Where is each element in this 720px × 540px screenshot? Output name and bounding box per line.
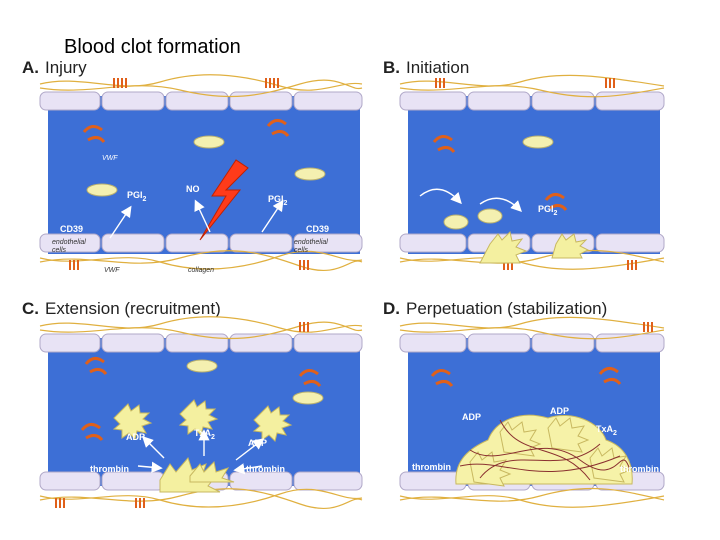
panel-a-vwf-coils <box>69 78 309 270</box>
panel-a-label: A. Injury <box>22 58 87 78</box>
panel-b-motion-arrows <box>419 188 522 212</box>
panel-a-collagen-fibers <box>39 74 363 271</box>
panel-c-adp-right: ADP <box>248 438 267 448</box>
panel-d-thrombin-left: thrombin <box>412 462 451 472</box>
panel-d-thrombin-right: thrombin <box>620 464 659 474</box>
panel-a-vwf-bottom-label: VWF <box>104 267 120 274</box>
panel-b-vwf-coils <box>435 78 637 270</box>
panel-b-vwf-molecules <box>432 135 568 211</box>
panel-a-endothelial-left: endothelial <box>52 239 86 246</box>
panel-d-adp-top: ADP <box>550 406 569 416</box>
panel-a: VWF PGI2 NO PGI2 CD39 CD39 endothelial c… <box>39 74 363 274</box>
panel-b-name: Initiation <box>406 58 470 77</box>
panel-c-letter: C. <box>22 299 39 318</box>
panel-a-name: Injury <box>45 58 87 77</box>
panel-d-adp-left: ADP <box>462 412 481 422</box>
panel-a-vwf-molecules <box>82 119 290 143</box>
panel-d-label: D. Perpetuation (stabilization) <box>383 299 607 319</box>
figure-title: Blood clot formation <box>64 36 241 58</box>
panel-a-platelets <box>86 135 326 197</box>
panel-a-vwf-label: VWF <box>102 155 118 162</box>
panel-a-cd39-left: CD39 <box>60 224 83 234</box>
panel-d: ADP ADP TxA2 thrombin thrombin <box>399 316 665 508</box>
panel-b-adhering-platelets <box>479 231 590 264</box>
panel-d-letter: D. <box>383 299 400 318</box>
panel-a-top-endothelium <box>39 91 363 111</box>
panel-d-top-endothelium <box>399 333 665 353</box>
panel-c-adp-left: ADP <box>126 432 145 442</box>
panel-a-cells-right: cells <box>294 247 309 254</box>
panel-b-letter: B. <box>383 58 400 77</box>
panel-b: PGI2 <box>399 74 665 270</box>
panel-a-signal-arrows <box>109 199 284 239</box>
panel-d-txa2-label: TxA2 <box>596 424 617 437</box>
panel-c: ADP TxA2 ADP thrombin thrombin <box>39 316 363 509</box>
panel-a-pgi2-left: PGI2 <box>127 190 147 203</box>
panel-b-platelets <box>443 135 554 230</box>
panel-d-vwf-molecules <box>430 367 622 387</box>
panel-c-activated-platelets <box>112 399 293 493</box>
panel-c-name: Extension (recruitment) <box>45 299 221 318</box>
panel-c-signal-arrows <box>137 429 265 475</box>
panel-a-no-label: NO <box>186 184 200 194</box>
panel-a-bottom-endothelium <box>39 233 363 253</box>
panel-c-vwf-molecules <box>80 357 322 441</box>
panel-b-pgi2-label: PGI2 <box>538 204 558 217</box>
panel-d-collagen-fibers <box>399 316 665 508</box>
panel-a-letter: A. <box>22 58 39 77</box>
panel-b-top-endothelium <box>399 91 665 111</box>
panel-c-thrombin-right: thrombin <box>246 464 285 474</box>
panel-c-label: C. Extension (recruitment) <box>22 299 221 319</box>
panel-c-txa2-label: TxA2 <box>194 428 215 441</box>
panel-d-fibrin-strands <box>459 419 631 481</box>
panel-a-endothelial-right: endothelial <box>294 239 328 246</box>
panel-a-cd39-right: CD39 <box>306 224 329 234</box>
panel-c-top-endothelium <box>39 333 363 353</box>
panel-a-pgi2-right: PGI2 <box>268 194 288 207</box>
panel-b-vessel-lumen <box>408 96 660 254</box>
panel-a-injury-bolt <box>199 159 249 241</box>
panel-c-platelets <box>186 359 324 405</box>
panel-d-vwf-coils <box>643 322 653 332</box>
panel-d-name: Perpetuation (stabilization) <box>406 299 608 318</box>
panel-c-thrombin-left: thrombin <box>90 464 129 474</box>
panel-a-collagen-label: collagen <box>188 267 214 274</box>
panel-a-cells-left: cells <box>52 247 67 254</box>
panel-b-label: B. Initiation <box>383 58 469 78</box>
panel-c-vwf-coils <box>55 322 309 508</box>
panel-c-collagen-fibers <box>39 316 363 509</box>
